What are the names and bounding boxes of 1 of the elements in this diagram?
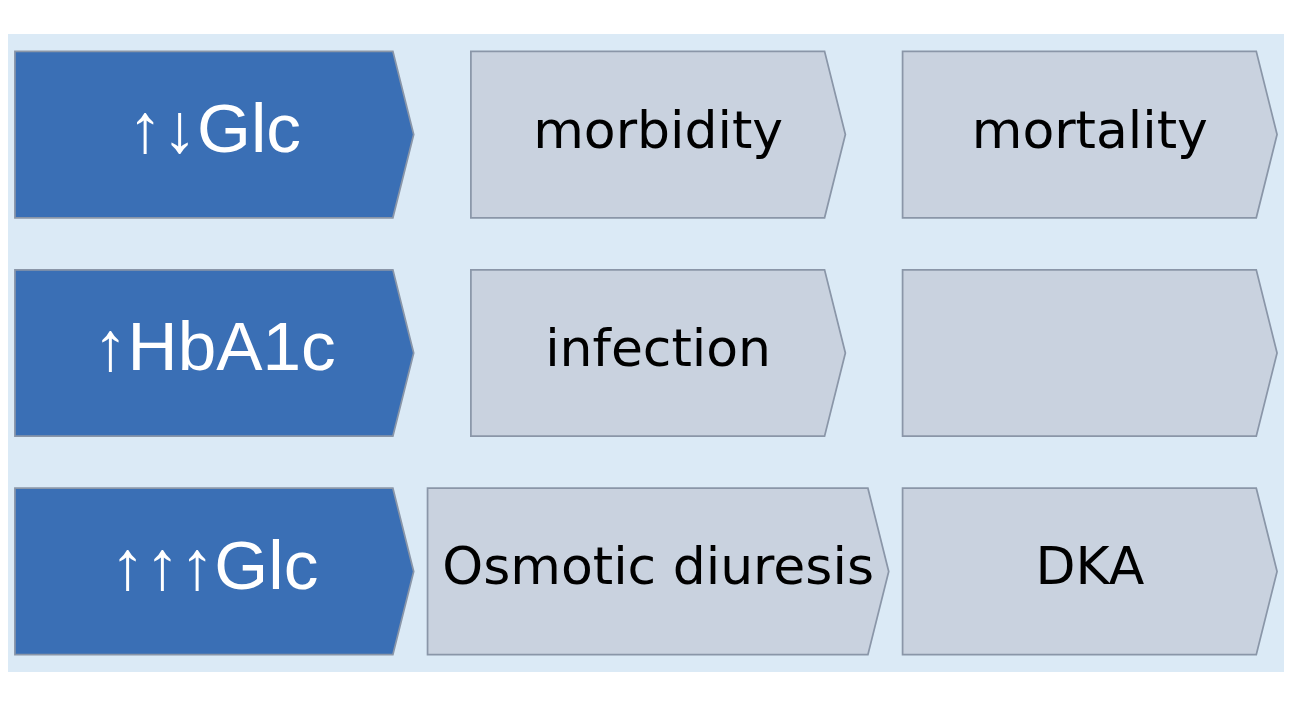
node-chevron <box>901 268 1278 438</box>
